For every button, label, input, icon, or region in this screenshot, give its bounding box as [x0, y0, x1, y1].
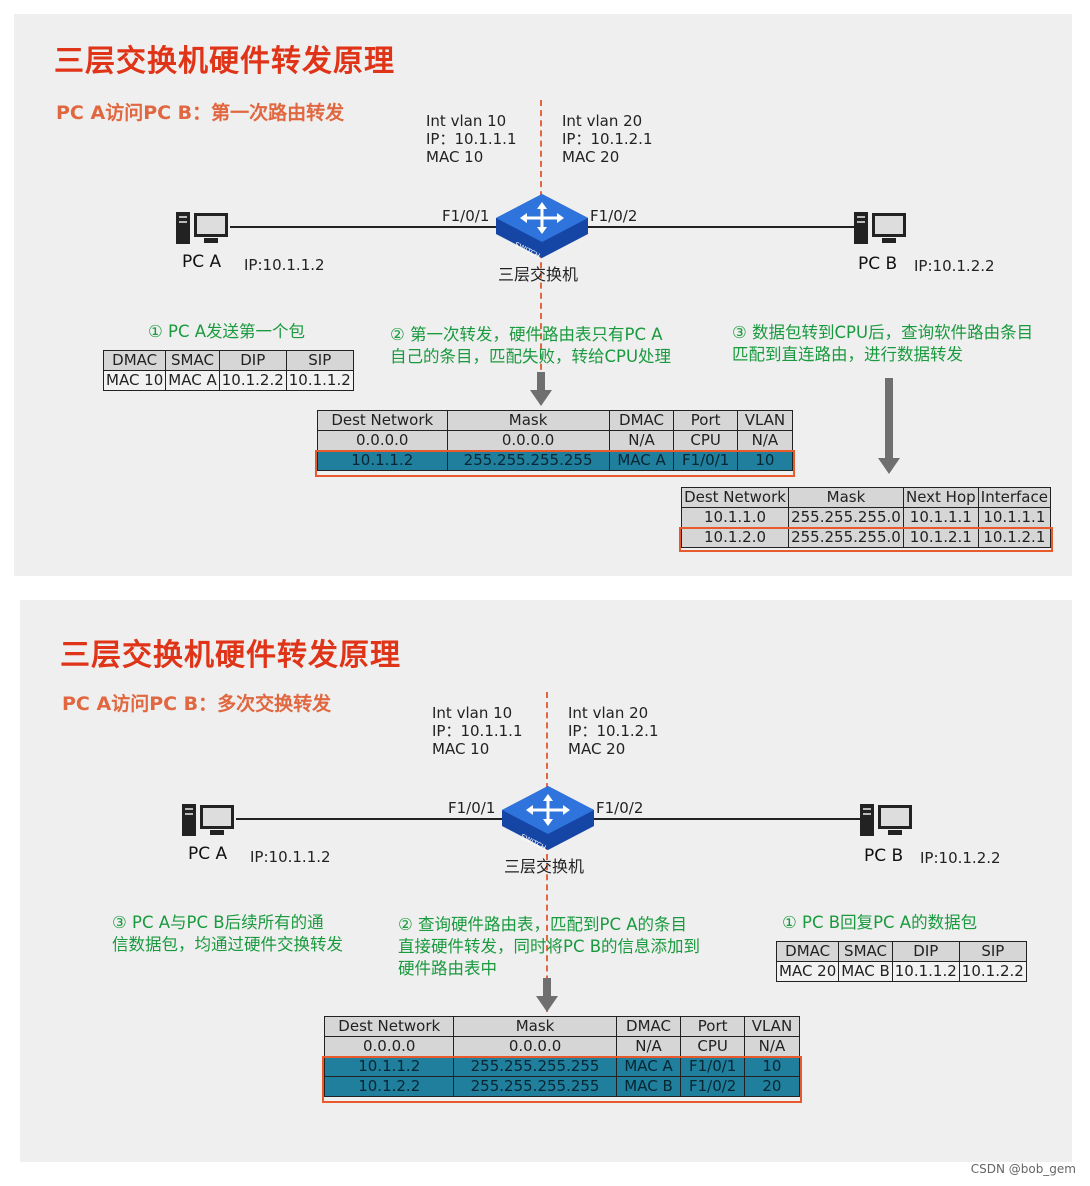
highlight-box	[315, 450, 795, 477]
vlan20-info: Int vlan 20 IP：10.1.2.1 MAC 20	[562, 112, 653, 166]
pc-b-icon	[854, 212, 906, 244]
slide-title: 三层交换机硬件转发原理	[60, 638, 401, 673]
step2-text: ② 查询硬件路由表，匹配到PC A的条目 直接硬件转发，同时将PC B的信息添加…	[398, 915, 701, 978]
slide-subtitle: PC A访问PC B：多次交换转发	[62, 693, 332, 715]
pc-a-label: PC A	[188, 844, 228, 864]
vlan20-info: Int vlan 20 IP：10.1.2.1 MAC 20	[568, 704, 659, 758]
down-arrow-icon	[536, 978, 558, 1012]
table-row: 10.1.1.0 255.255.255.0 10.1.1.1 10.1.1.1	[680, 507, 1052, 528]
pc-a-ip: IP:10.1.1.2	[250, 848, 331, 866]
link-switch-pcb	[594, 818, 860, 820]
slide-multi-switching: 三层交换机硬件转发原理 PC A访问PC B：多次交换转发 Int vlan 1…	[20, 600, 1072, 1162]
port-right-label: F1/0/2	[596, 799, 644, 817]
switch-icon: SWITCH	[502, 786, 594, 852]
down-arrow-icon	[530, 372, 552, 406]
step3-text: ③ 数据包转到CPU后，查询软件路由条目 匹配到直连路由，进行数据转发	[732, 323, 1034, 364]
table-row: 0.0.0.0 0.0.0.0 N/A CPU N/A	[323, 1036, 801, 1057]
step2-text: ② 第一次转发，硬件路由表只有PC A 自己的条目，匹配失败，转给CPU处理	[390, 325, 672, 366]
step1-text: ① PC A发送第一个包	[148, 322, 306, 341]
port-left-label: F1/0/1	[442, 207, 490, 225]
vlan10-info: Int vlan 10 IP：10.1.1.1 MAC 10	[432, 704, 523, 758]
table-row: 10.1.1.2 255.255.255.255 MAC A F1/0/1 10	[323, 1056, 801, 1077]
pc-b-ip: IP:10.1.2.2	[914, 257, 995, 275]
switch-caption: 三层交换机	[498, 265, 579, 284]
hardware-route-table: Dest Network Mask DMAC Port VLAN 0.0.0.0…	[317, 410, 794, 471]
pc-b-icon	[860, 804, 912, 836]
link-pca-switch	[230, 226, 500, 228]
switch-icon: SWITCH	[496, 194, 588, 260]
slide-first-routing: 三层交换机硬件转发原理 PC A访问PC B：第一次路由转发 Int vlan …	[14, 14, 1072, 576]
switch-caption: 三层交换机	[504, 857, 585, 876]
pc-b-label: PC B	[864, 846, 904, 866]
table-row: 10.1.2.2 255.255.255.255 MAC B F1/0/2 20	[323, 1076, 801, 1097]
credit-watermark: CSDN @bob_gem	[970, 1162, 1076, 1176]
slide-title: 三层交换机硬件转发原理	[54, 44, 395, 79]
packet-header-table: DMAC SMAC DIP SIP MAC 10 MAC A 10.1.2.2 …	[102, 350, 354, 391]
pc-a-icon	[176, 212, 228, 244]
port-left-label: F1/0/1	[448, 799, 496, 817]
highlight-box	[322, 1056, 802, 1103]
pc-a-label: PC A	[182, 252, 222, 272]
packet-header-table: DMAC SMAC DIP SIP MAC 20 MAC B 10.1.1.2 …	[775, 941, 1027, 982]
port-right-label: F1/0/2	[590, 207, 638, 225]
down-arrow-icon	[878, 378, 900, 474]
slide-subtitle: PC A访问PC B：第一次路由转发	[56, 102, 345, 124]
step1-text: ① PC B回复PC A的数据包	[782, 913, 978, 932]
software-route-table: Dest Network Mask Next Hop Interface 10.…	[680, 487, 1052, 548]
table-row: 10.1.2.0 255.255.255.0 10.1.2.1 10.1.2.1	[680, 527, 1052, 548]
table-row: 0.0.0.0 0.0.0.0 N/A CPU N/A	[317, 430, 794, 451]
link-switch-pcb	[588, 226, 854, 228]
pc-a-icon	[182, 804, 234, 836]
hardware-route-table: Dest Network Mask DMAC Port VLAN 0.0.0.0…	[323, 1016, 801, 1097]
pc-b-ip: IP:10.1.2.2	[920, 849, 1001, 867]
vlan-divider-line	[546, 692, 548, 1022]
step3-text: ③ PC A与PC B后续所有的通 信数据包，均通过硬件交换转发	[112, 913, 343, 954]
vlan10-info: Int vlan 10 IP：10.1.1.1 MAC 10	[426, 112, 517, 166]
pc-b-label: PC B	[858, 254, 898, 274]
table-row: 10.1.1.2 255.255.255.255 MAC A F1/0/1 10	[317, 450, 794, 471]
link-pca-switch	[236, 818, 506, 820]
highlight-box	[679, 527, 1053, 552]
pc-a-ip: IP:10.1.1.2	[244, 256, 325, 274]
